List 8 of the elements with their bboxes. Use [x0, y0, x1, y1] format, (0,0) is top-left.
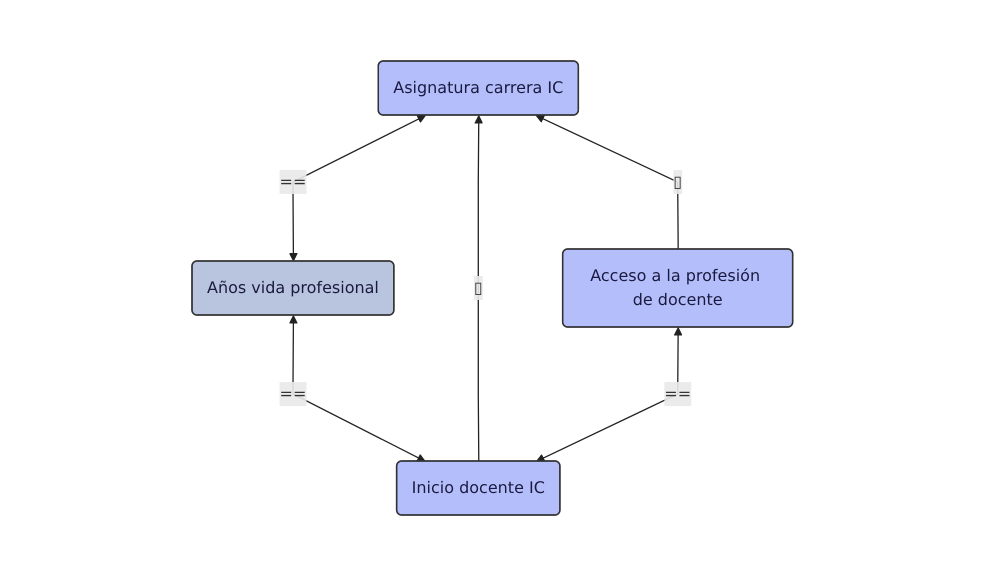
edge-label: ▯ [673, 172, 682, 191]
arrow [474, 115, 484, 462]
edge-label: == [280, 384, 306, 403]
edge-label: ▯ [474, 278, 483, 297]
arrow [289, 115, 426, 262]
edge-label: == [664, 384, 692, 403]
arrow [536, 114, 679, 250]
edge-label: == [280, 172, 306, 191]
